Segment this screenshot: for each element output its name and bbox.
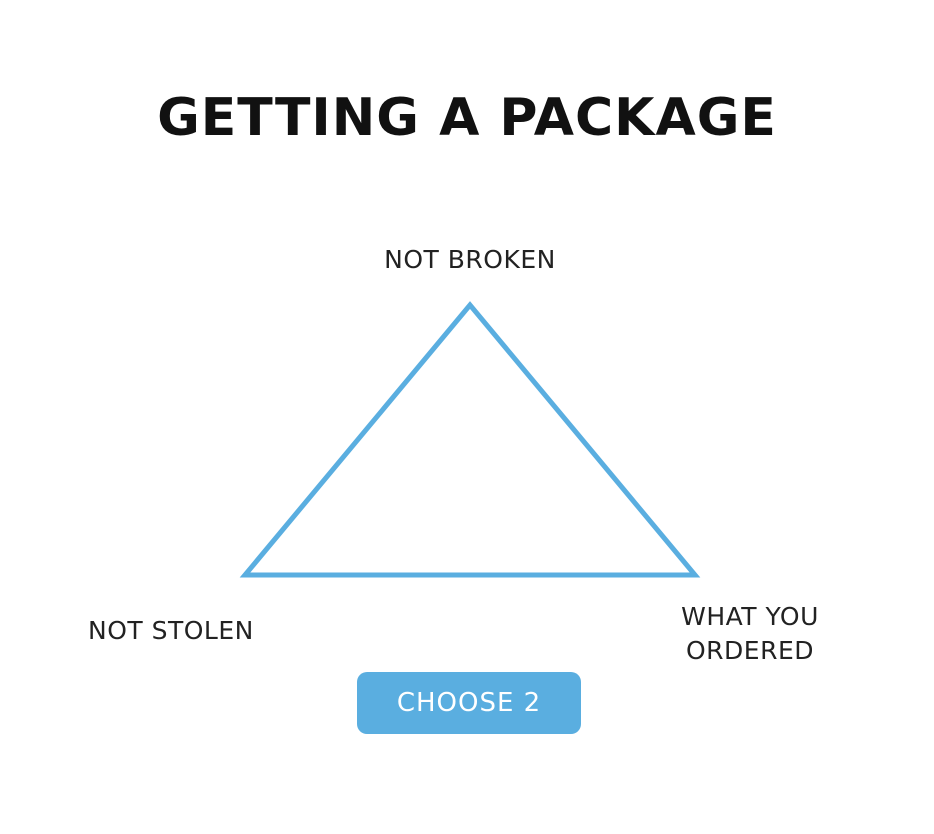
vertex-label-not-stolen: NOT STOLEN [88,616,254,645]
triangle-outline [239,301,701,578]
page-title: GETTING A PACKAGE [157,88,777,148]
vertex-label-what-you-ordered: WHAT YOU ORDERED [640,600,860,668]
choose-2-button[interactable]: CHOOSE 2 [357,672,581,734]
choose-2-button-label: CHOOSE 2 [396,688,542,718]
vertex-label-not-broken: NOT BROKEN [384,245,556,274]
vertex-label-line-1: WHAT YOU [681,602,819,631]
vertex-label-line-2: ORDERED [685,636,814,665]
